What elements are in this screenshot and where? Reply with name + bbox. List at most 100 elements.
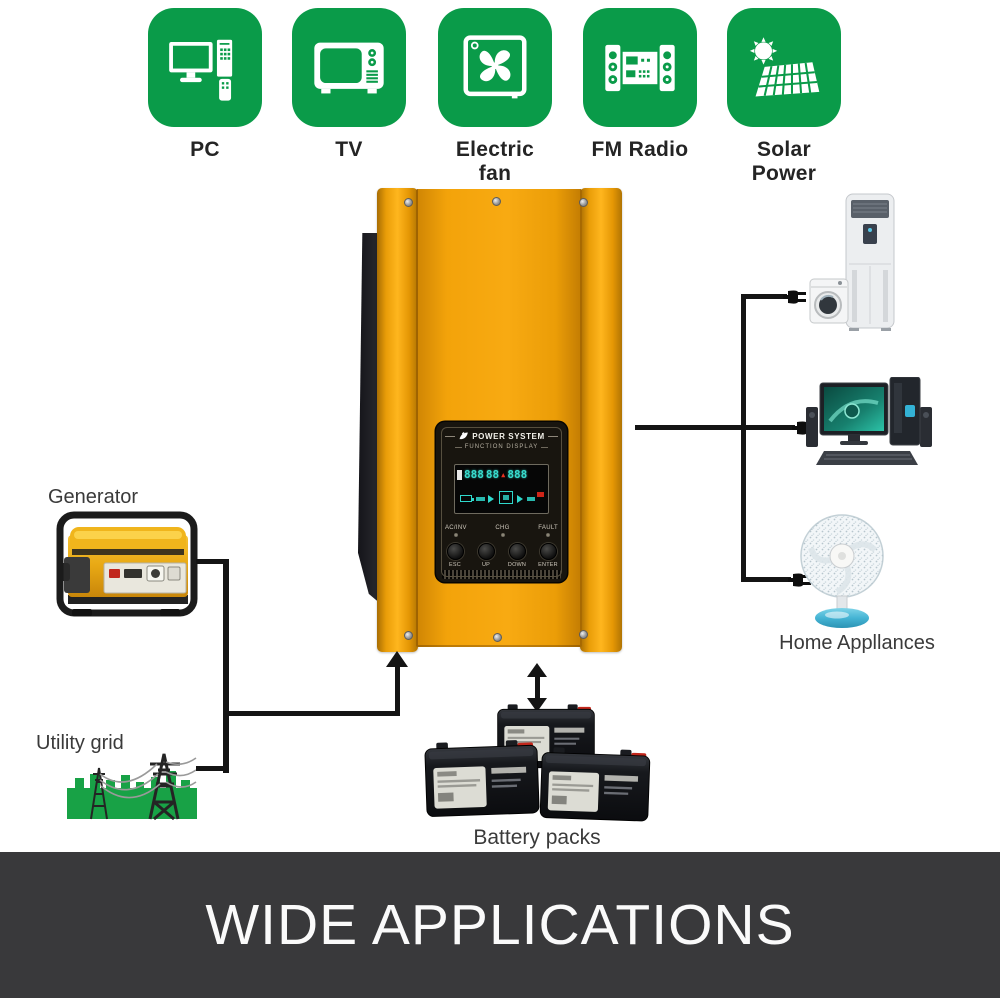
banner-title: WIDE APPLICATIONS (205, 893, 795, 957)
electric-fan-label: Electric fan (455, 138, 535, 185)
banner: WIDE APPLICATIONS (0, 852, 1000, 998)
battery-arrow-down-icon (527, 698, 547, 712)
battery-front-right (535, 743, 656, 830)
lcd-flow-arrow-icon (517, 495, 523, 503)
lcd-cursor (457, 469, 462, 480)
tv-icon (312, 35, 386, 101)
fan-branch-line (741, 577, 791, 582)
air-conditioner-image (843, 192, 897, 337)
down-button-group: DOWN (505, 543, 529, 568)
led-icon (453, 533, 458, 537)
lcd-left-value: 888 (464, 468, 484, 481)
esc-button (446, 543, 464, 560)
input-branch-line (223, 711, 400, 716)
pc-tile (148, 8, 262, 127)
lcd-digits: 888 88 ▲ 888 (457, 468, 548, 481)
generator-label: Generator (48, 486, 139, 508)
right-bus-line (741, 294, 746, 582)
vent-grille (442, 570, 561, 579)
lcd-alert-icon: ▲ (501, 470, 506, 479)
tv-tile (292, 8, 406, 127)
screw (492, 197, 501, 206)
divider (445, 435, 456, 437)
button-label: ESC (449, 562, 461, 568)
indicator-label: CHG (495, 525, 510, 531)
led-icon (546, 533, 551, 537)
indicator-fault: FAULT (538, 525, 558, 537)
lcd-screen: 888 88 ▲ 888 (454, 464, 549, 514)
washing-machine-image (809, 276, 849, 329)
inverter-left-flange (377, 188, 418, 652)
led-icon (500, 533, 505, 537)
down-button (508, 543, 526, 560)
function-display-panel: POWER SYSTEM FUNCTION DISPLAY 888 88 ▲ 8… (436, 422, 567, 582)
fm-radio-label: FM Radio (591, 138, 689, 161)
plug-icon (783, 290, 806, 304)
button-label: ENTER (538, 562, 558, 568)
esc-button-group: ESC (443, 543, 467, 568)
battery-packs-label: Battery packs (473, 826, 601, 849)
brand-row: POWER SYSTEM (436, 431, 567, 441)
generator-connector-line (196, 559, 228, 564)
lcd-inverter-icon (499, 491, 513, 504)
divider (541, 446, 549, 448)
electric-fan-icon (459, 34, 531, 102)
indicator-ac-inv: AC/INV (445, 525, 467, 537)
output-main-line (635, 425, 795, 430)
screw (493, 633, 502, 642)
up-button (477, 543, 495, 560)
solar-power-icon (746, 35, 822, 101)
utility-grid-label: Utility grid (36, 732, 124, 754)
indicator-label: AC/INV (445, 525, 467, 531)
electric-fan-tile (438, 8, 552, 127)
indicator-label: FAULT (538, 525, 558, 531)
enter-button (539, 543, 557, 560)
button-row: ESC UP DOWN ENTER (443, 543, 560, 568)
screw (404, 631, 413, 640)
button-label: DOWN (507, 562, 527, 568)
table-fan-image (797, 512, 887, 635)
solar-power-label: Solar Power (751, 138, 817, 185)
brand-name: POWER SYSTEM (472, 431, 545, 441)
battery-arrow-stem (535, 675, 540, 700)
screw (404, 198, 413, 207)
enter-button-group: ENTER (536, 543, 560, 568)
utility-grid-image (62, 706, 197, 826)
utility-connector-line (196, 766, 228, 771)
fm-radio-tile (583, 8, 697, 127)
button-label: UP (481, 562, 491, 568)
battery-arrow-up-icon (527, 663, 547, 677)
subtitle-row: FUNCTION DISPLAY (436, 444, 567, 450)
generator-image (52, 505, 202, 628)
divider (547, 435, 558, 437)
up-button-group: UP (474, 543, 498, 568)
indicator-row: AC/INV CHG FAULT (445, 525, 558, 537)
battery-front-left (423, 735, 542, 826)
inverter-right-flange (580, 188, 622, 652)
indicator-chg: CHG (495, 525, 509, 537)
lcd-right-value: 888 (507, 468, 528, 481)
desktop-computer-image (806, 376, 932, 474)
solar-power-tile (727, 8, 841, 127)
divider (454, 446, 462, 448)
screw (579, 198, 588, 207)
tv-label: TV (335, 138, 363, 161)
lcd-mid-value: 88 (485, 468, 500, 481)
input-arrow-stem (395, 666, 400, 716)
lcd-flow-arrow-icon (488, 495, 494, 503)
lcd-fault-segment (537, 492, 544, 497)
lcd-battery-icon (460, 495, 474, 502)
power-inverter: POWER SYSTEM FUNCTION DISPLAY 888 88 ▲ 8… (358, 188, 622, 652)
home-appliances-label: Home Appllances (779, 632, 935, 654)
pc-label: PC (190, 138, 220, 161)
screw (579, 630, 588, 639)
left-bus-line (223, 559, 229, 773)
pc-icon (167, 32, 243, 104)
input-arrow-up-icon (386, 651, 408, 667)
ac-branch-line (741, 294, 787, 299)
fm-radio-icon (603, 35, 677, 101)
leaf-icon (458, 431, 469, 441)
lcd-segment (476, 497, 485, 501)
panel-subtitle: FUNCTION DISPLAY (464, 444, 539, 450)
